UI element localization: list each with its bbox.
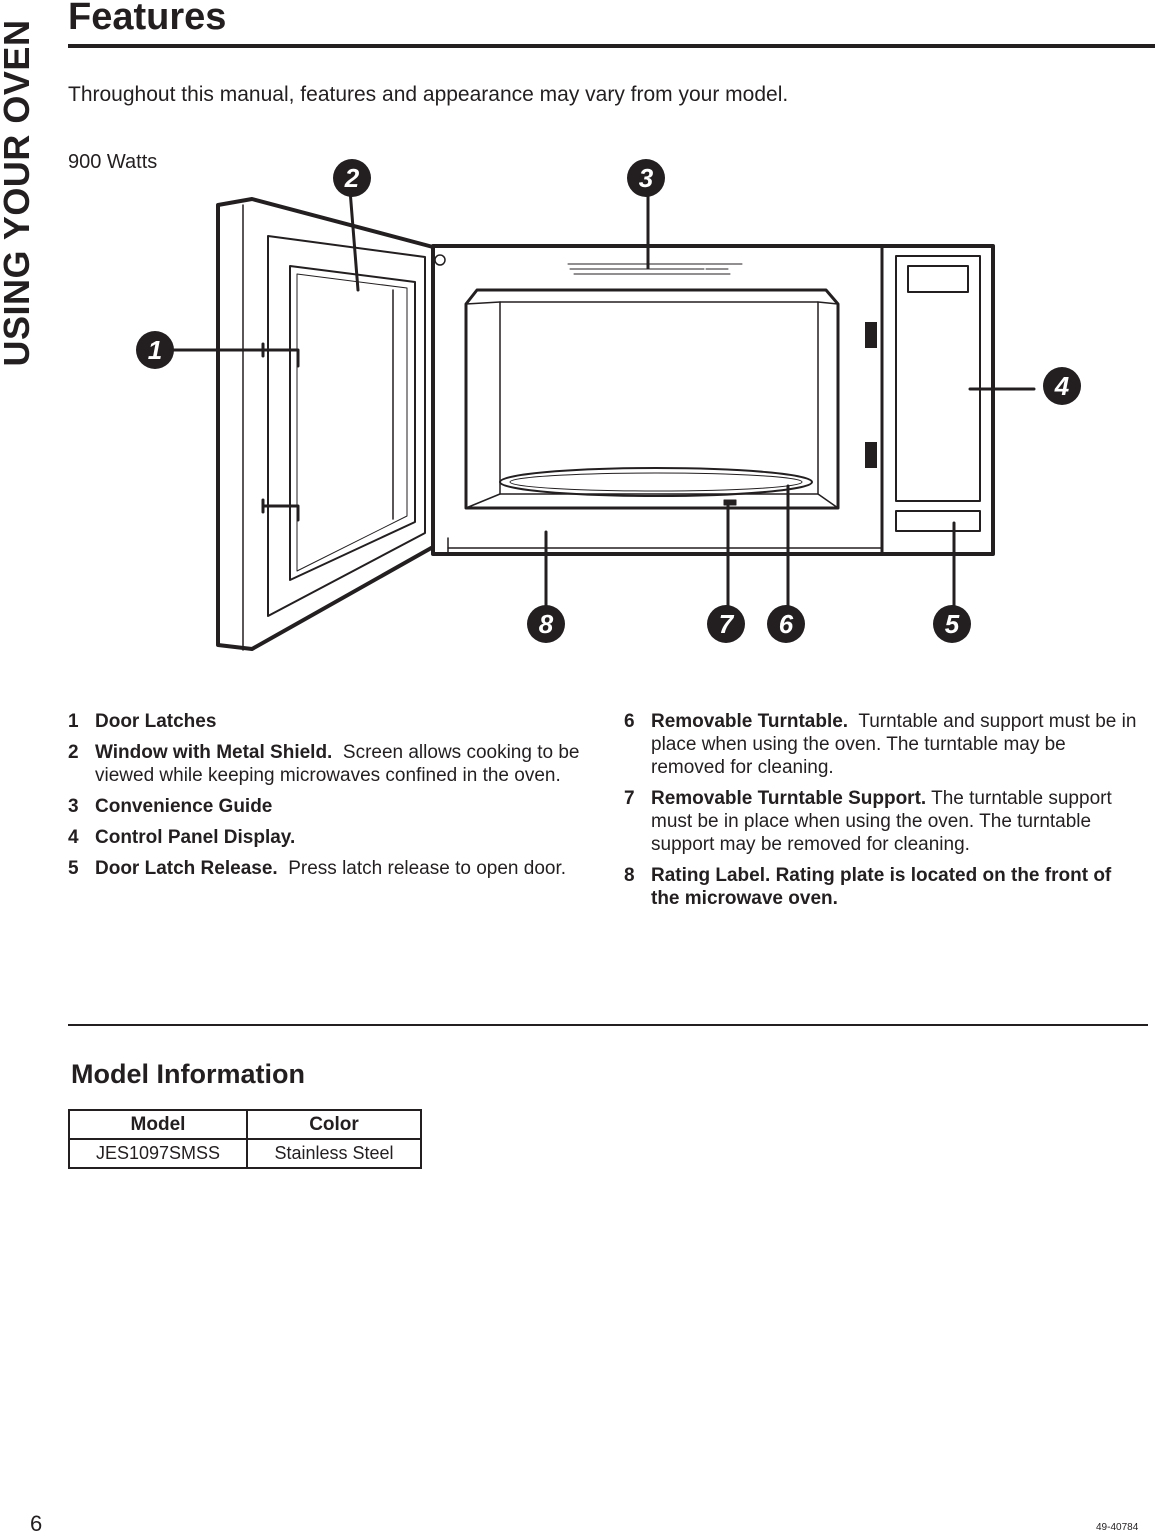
feature-number: 5 [68, 858, 79, 879]
feature-item-2: 2 Window with Metal Shield. Screen allows… [68, 741, 588, 787]
feature-term: Door Latches [95, 711, 217, 732]
door-latch-lower [261, 504, 300, 522]
title-divider [68, 44, 1155, 48]
svg-text:2: 2 [344, 163, 360, 193]
feature-term: Door Latch Release. [95, 858, 278, 879]
model-info-divider [68, 1024, 1148, 1026]
callout-2: 2 [333, 159, 371, 197]
microwave-diagram: 1 2 3 4 5 6 7 8 [136, 159, 1081, 651]
page-title: Features [68, 0, 227, 38]
feature-number: 6 [624, 711, 635, 732]
wattage-label: 900 Watts [68, 151, 158, 173]
feature-list-left: 1 Door Latches 2 Window with Metal Shield.… [68, 710, 588, 888]
feature-item-7: 7 Removable Turntable Support. The turnta… [624, 787, 1144, 856]
model-info-title: Model Information [71, 1059, 305, 1089]
feature-item-5: 5 Door Latch Release. Press latch release… [68, 857, 588, 880]
callout-1: 1 [136, 331, 174, 369]
section-side-tab: USING YOUR OVEN [0, 19, 37, 367]
model-info-table: Model Color JES1097SMSS Stainless Steel [68, 1109, 422, 1169]
document-code: 49-40784 [1096, 1522, 1139, 1533]
callout-8: 8 [527, 605, 565, 643]
feature-description: Rating plate is located on the front of … [651, 865, 1112, 909]
svg-text:8: 8 [539, 609, 554, 639]
control-panel-display [895, 255, 981, 502]
page-number: 6 [30, 1511, 43, 1536]
color-cell: Stainless Steel [246, 1138, 422, 1169]
door-latch-release [895, 510, 981, 532]
feature-item-3: 3 Convenience Guide [68, 795, 588, 818]
feature-number: 7 [624, 788, 635, 809]
column-header-model: Model [68, 1109, 248, 1140]
feature-number: 8 [624, 865, 635, 886]
callout-5: 5 [933, 605, 971, 643]
oven-door [216, 197, 435, 651]
feature-number: 3 [68, 796, 79, 817]
svg-text:3: 3 [639, 163, 654, 193]
feature-number: 2 [68, 742, 79, 763]
table-header-row: Model Color [68, 1109, 422, 1140]
turntable [499, 467, 813, 497]
feature-item-1: 1 Door Latches [68, 710, 588, 733]
intro-text: Throughout this manual, features and app… [68, 83, 789, 106]
feature-description: Screen allows cooking to be viewed while… [95, 742, 580, 786]
table-row: JES1097SMSS Stainless Steel [68, 1138, 422, 1169]
feature-term: Removable Turntable. [651, 711, 849, 732]
svg-text:6: 6 [779, 609, 794, 639]
svg-text:7: 7 [719, 609, 735, 639]
svg-text:4: 4 [1054, 371, 1070, 401]
feature-item-6: 6 Removable Turntable. Turntable and supp… [624, 710, 1144, 779]
feature-number: 1 [68, 711, 79, 732]
feature-description: Press latch release to open door. [288, 858, 567, 879]
feature-description: Turntable and support must be in place w… [651, 711, 1137, 778]
feature-number: 4 [68, 827, 79, 848]
feature-item-4: 4 Control Panel Display. [68, 826, 588, 849]
callout-6: 6 [767, 605, 805, 643]
door-latch-upper [261, 348, 300, 368]
feature-term: Rating Label. [651, 865, 771, 886]
feature-description: The turntable support must be in place w… [651, 788, 1112, 855]
column-header-color: Color [246, 1109, 422, 1140]
feature-term: Window with Metal Shield. [95, 742, 333, 763]
callout-7: 7 [707, 605, 745, 643]
callout-4: 4 [1043, 367, 1081, 405]
svg-text:5: 5 [945, 609, 960, 639]
callout-3: 3 [627, 159, 665, 197]
feature-list-right: 6 Removable Turntable. Turntable and supp… [624, 710, 1144, 918]
feature-item-8: 8 Rating Label. Rating plate is located o… [624, 864, 1144, 910]
feature-term: Convenience Guide [95, 796, 273, 817]
feature-term: Removable Turntable Support. [651, 788, 927, 809]
model-cell: JES1097SMSS [68, 1138, 248, 1169]
svg-text:1: 1 [148, 335, 162, 365]
feature-term: Control Panel Display. [95, 827, 296, 848]
